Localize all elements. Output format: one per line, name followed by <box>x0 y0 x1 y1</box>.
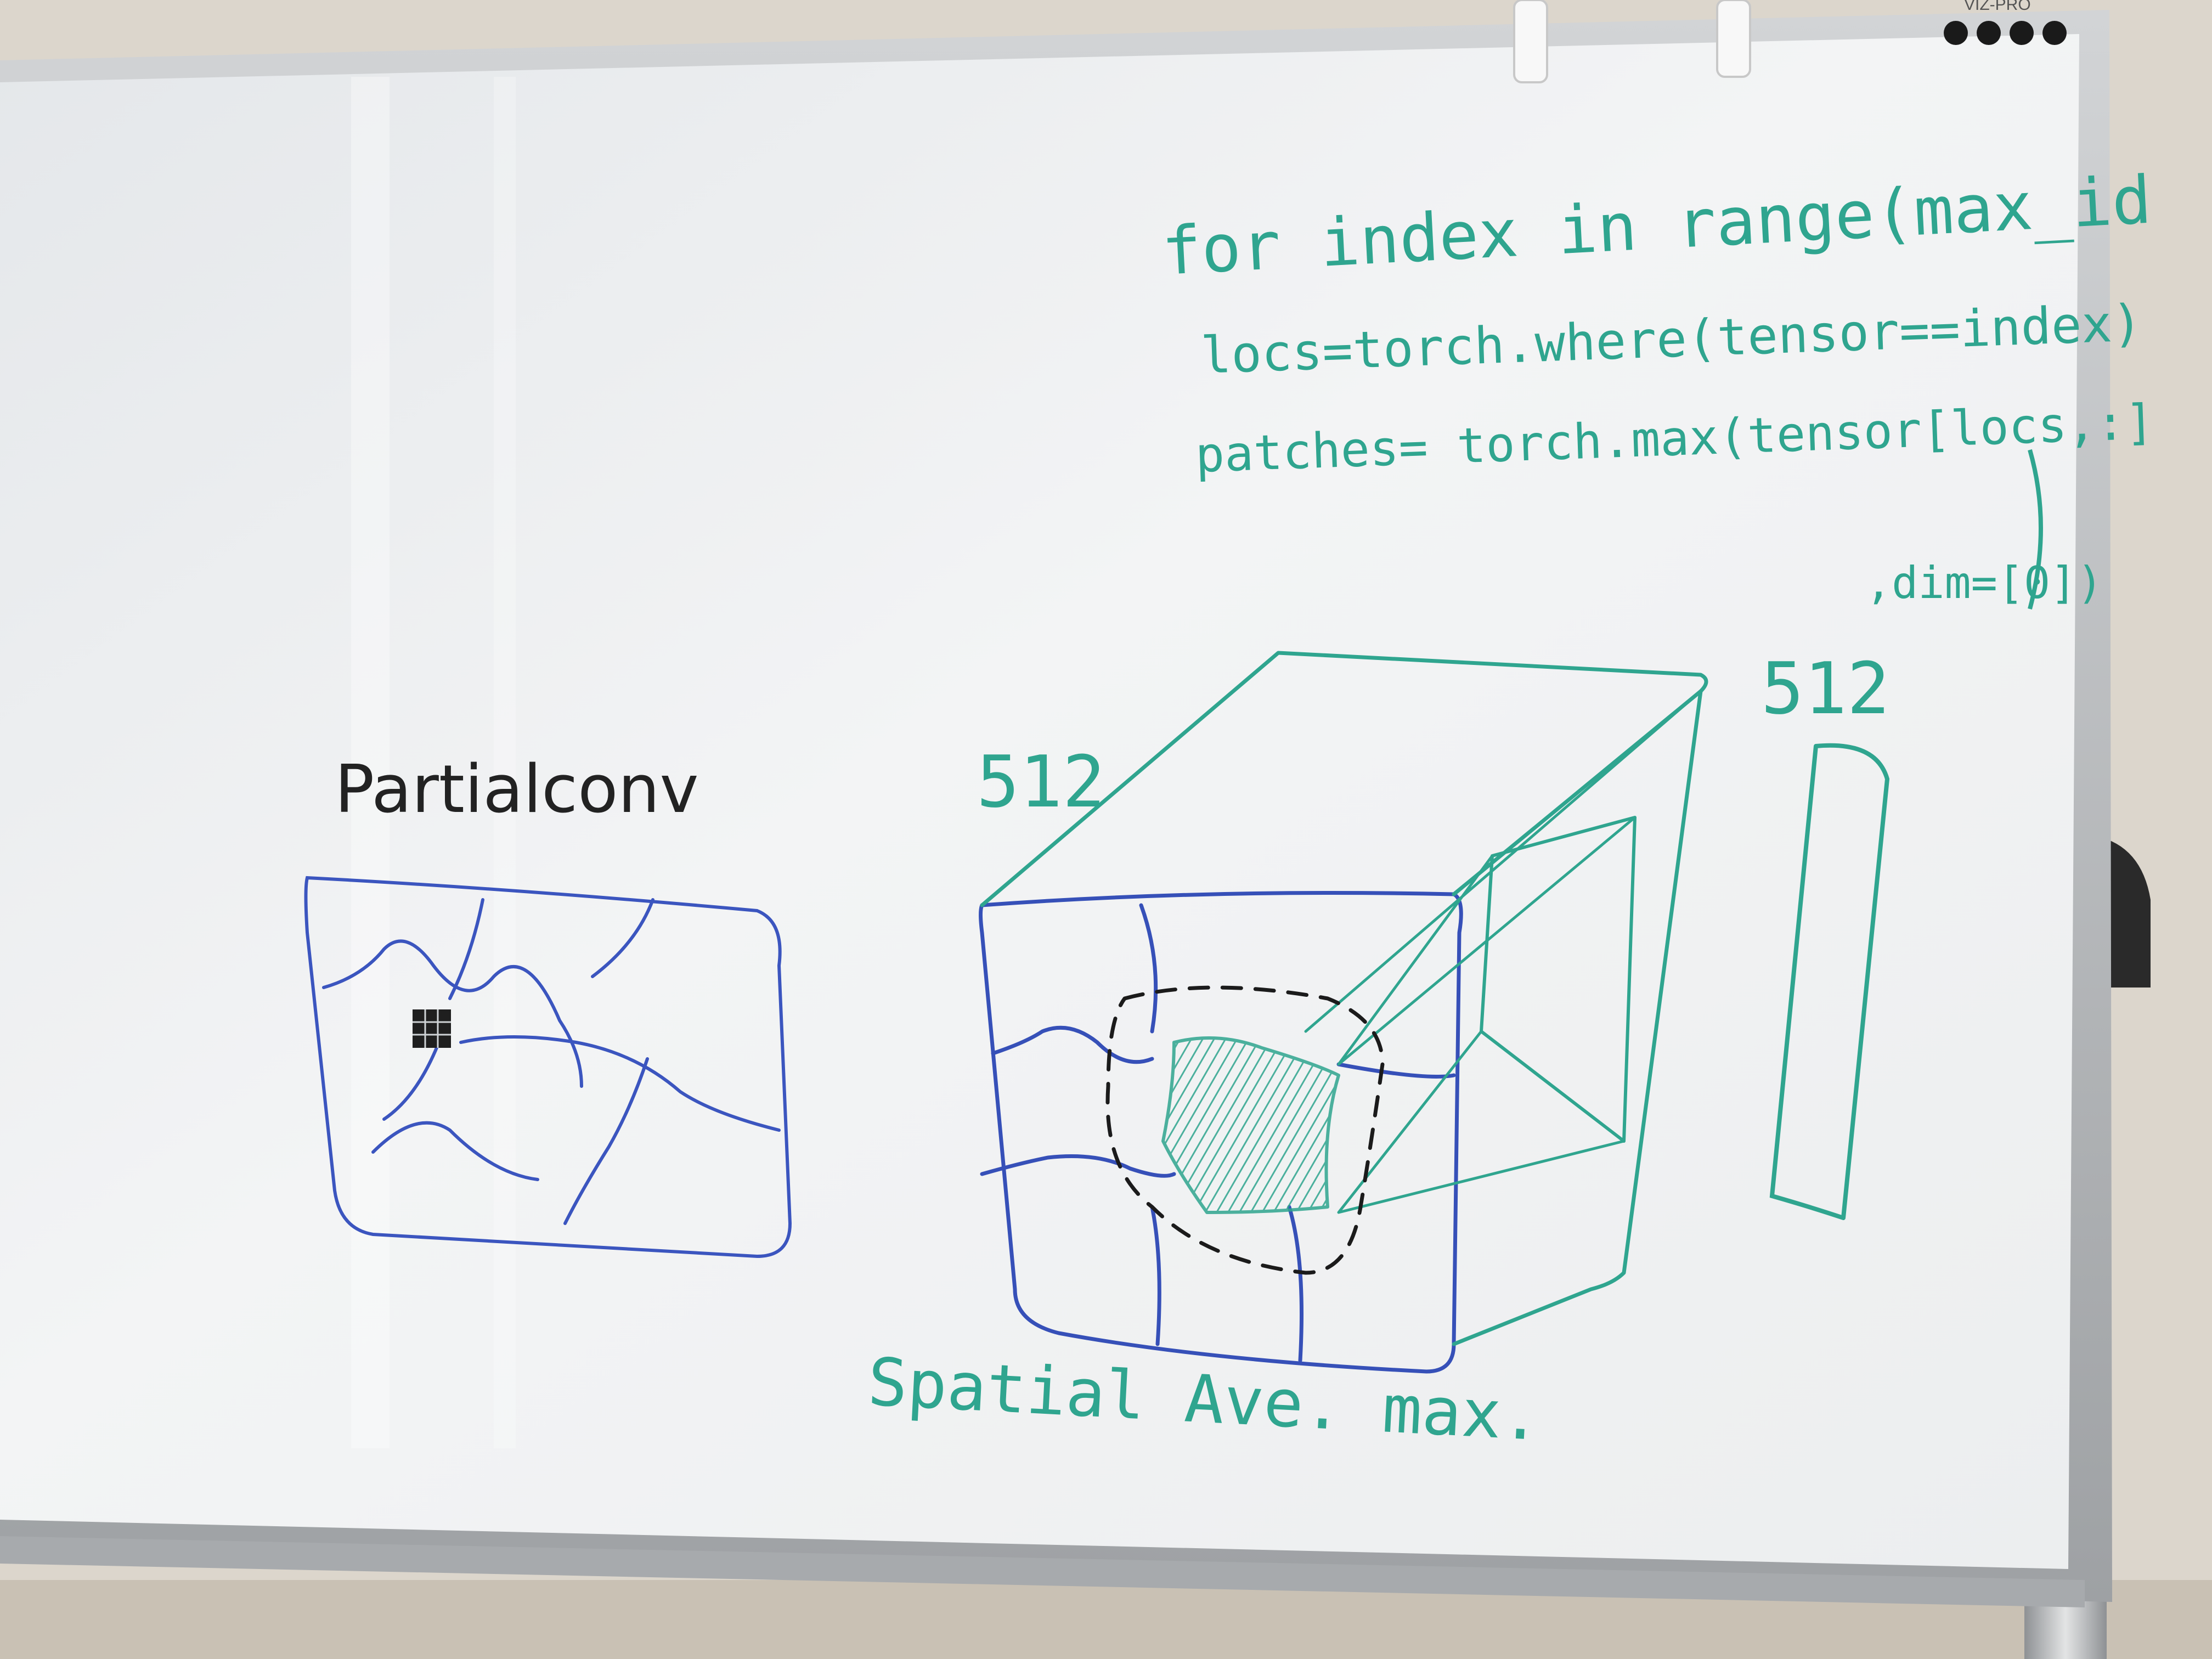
glare-1 <box>351 77 390 1448</box>
board-surface <box>0 34 2079 1569</box>
partialconv-sketch <box>304 876 792 1259</box>
label-bar-size: 512 <box>1761 647 1890 730</box>
code-line-4: ,dim=[0]) <box>1865 557 2103 608</box>
magnet-1 <box>1944 21 1968 45</box>
magnet-2 <box>1977 21 2001 45</box>
paper-clip-2 <box>1716 0 1751 78</box>
glare-2 <box>494 77 516 1448</box>
partialconv-kernel-grid <box>413 1009 451 1048</box>
brand-label: VIZ-PRO <box>1964 0 2031 14</box>
magnet-3 <box>2010 21 2034 45</box>
paper-clip-1 <box>1513 0 1548 83</box>
closing-paren <box>2028 449 2043 610</box>
label-cube-size: 512 <box>977 740 1105 823</box>
vector-bar <box>1769 743 1890 1220</box>
label-partialconv: Partialconv <box>335 752 699 828</box>
magnet-4 <box>2042 21 2067 45</box>
marker-tray <box>0 1536 2085 1607</box>
partialconv-kernel <box>413 1009 451 1048</box>
cube-sketch <box>979 651 1708 1374</box>
